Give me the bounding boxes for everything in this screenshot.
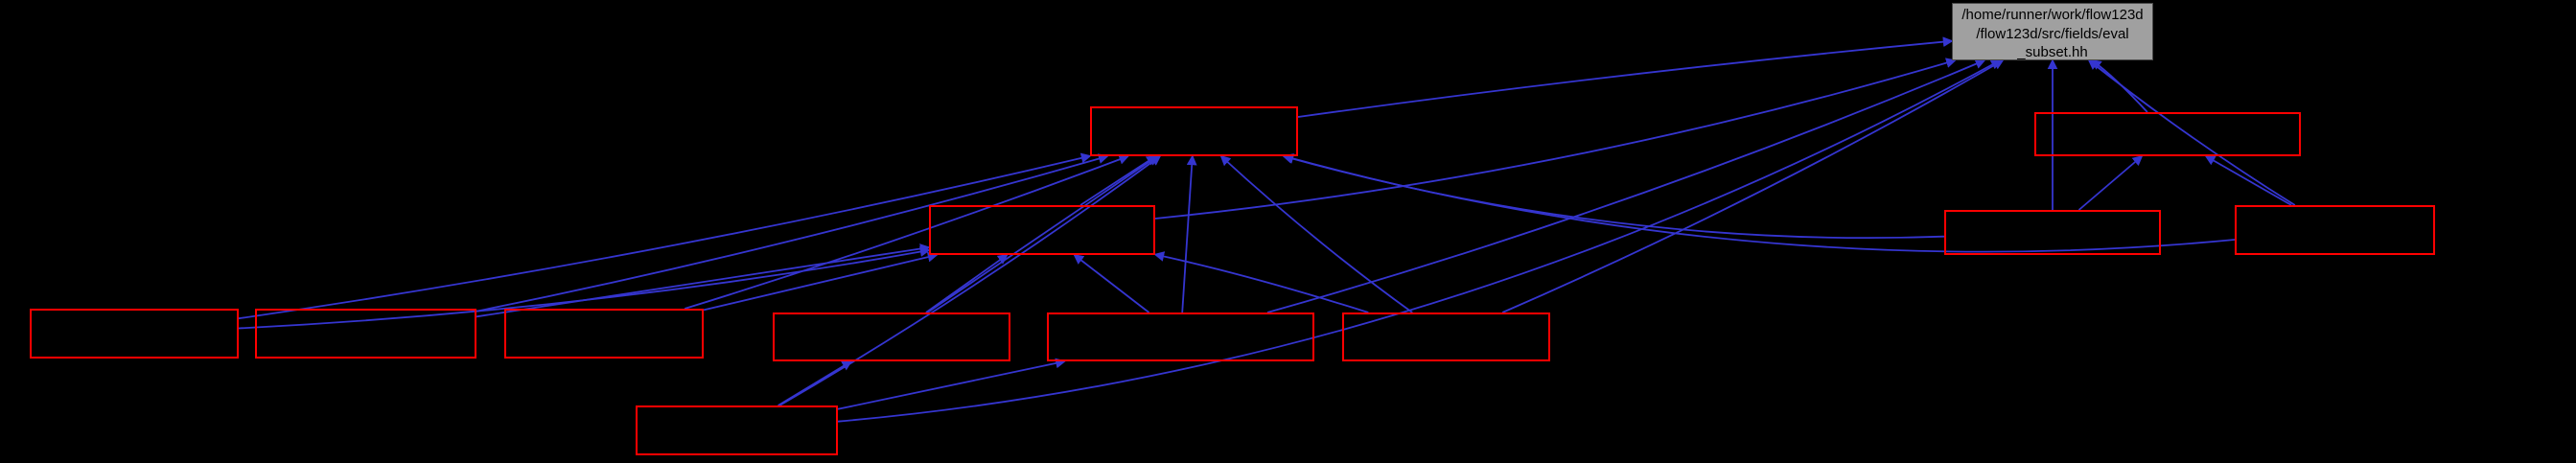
file-node-n9[interactable] <box>636 405 838 455</box>
include-edge <box>703 251 939 312</box>
include-edge <box>1219 154 1413 313</box>
file-node-n6[interactable] <box>773 313 1010 361</box>
include-edge <box>1181 154 1197 313</box>
file-node-n8[interactable] <box>1342 313 1550 361</box>
include-edge <box>1501 59 2005 313</box>
include-edge <box>1297 36 1954 118</box>
file-node-n2[interactable] <box>929 205 1155 255</box>
file-node-n12[interactable] <box>2235 205 2435 255</box>
include-edge <box>2204 155 2292 206</box>
file-node-n4[interactable] <box>255 309 476 359</box>
file-node-n3[interactable] <box>30 309 239 359</box>
include-edge <box>1073 254 1150 313</box>
include-edge <box>1153 251 1369 313</box>
include-edge <box>1266 58 1986 313</box>
include-edge <box>777 360 853 406</box>
current-file-node: /home/runner/work/flow123d /flow123d/src… <box>1952 3 2153 60</box>
file-node-n10[interactable] <box>2034 112 2301 156</box>
file-node-n1[interactable] <box>1090 106 1298 156</box>
include-edge <box>476 243 931 318</box>
file-node-n7[interactable] <box>1047 313 1314 361</box>
include-edge <box>2090 59 2148 113</box>
file-node-n11[interactable] <box>1944 210 2161 255</box>
include-edge <box>1079 155 1157 206</box>
include-edge <box>837 358 1066 410</box>
include-edge <box>1282 153 1945 240</box>
include-edge <box>778 155 1162 406</box>
file-node-n5[interactable] <box>504 309 704 359</box>
include-edge <box>2077 154 2144 211</box>
include-edge <box>925 254 1009 313</box>
